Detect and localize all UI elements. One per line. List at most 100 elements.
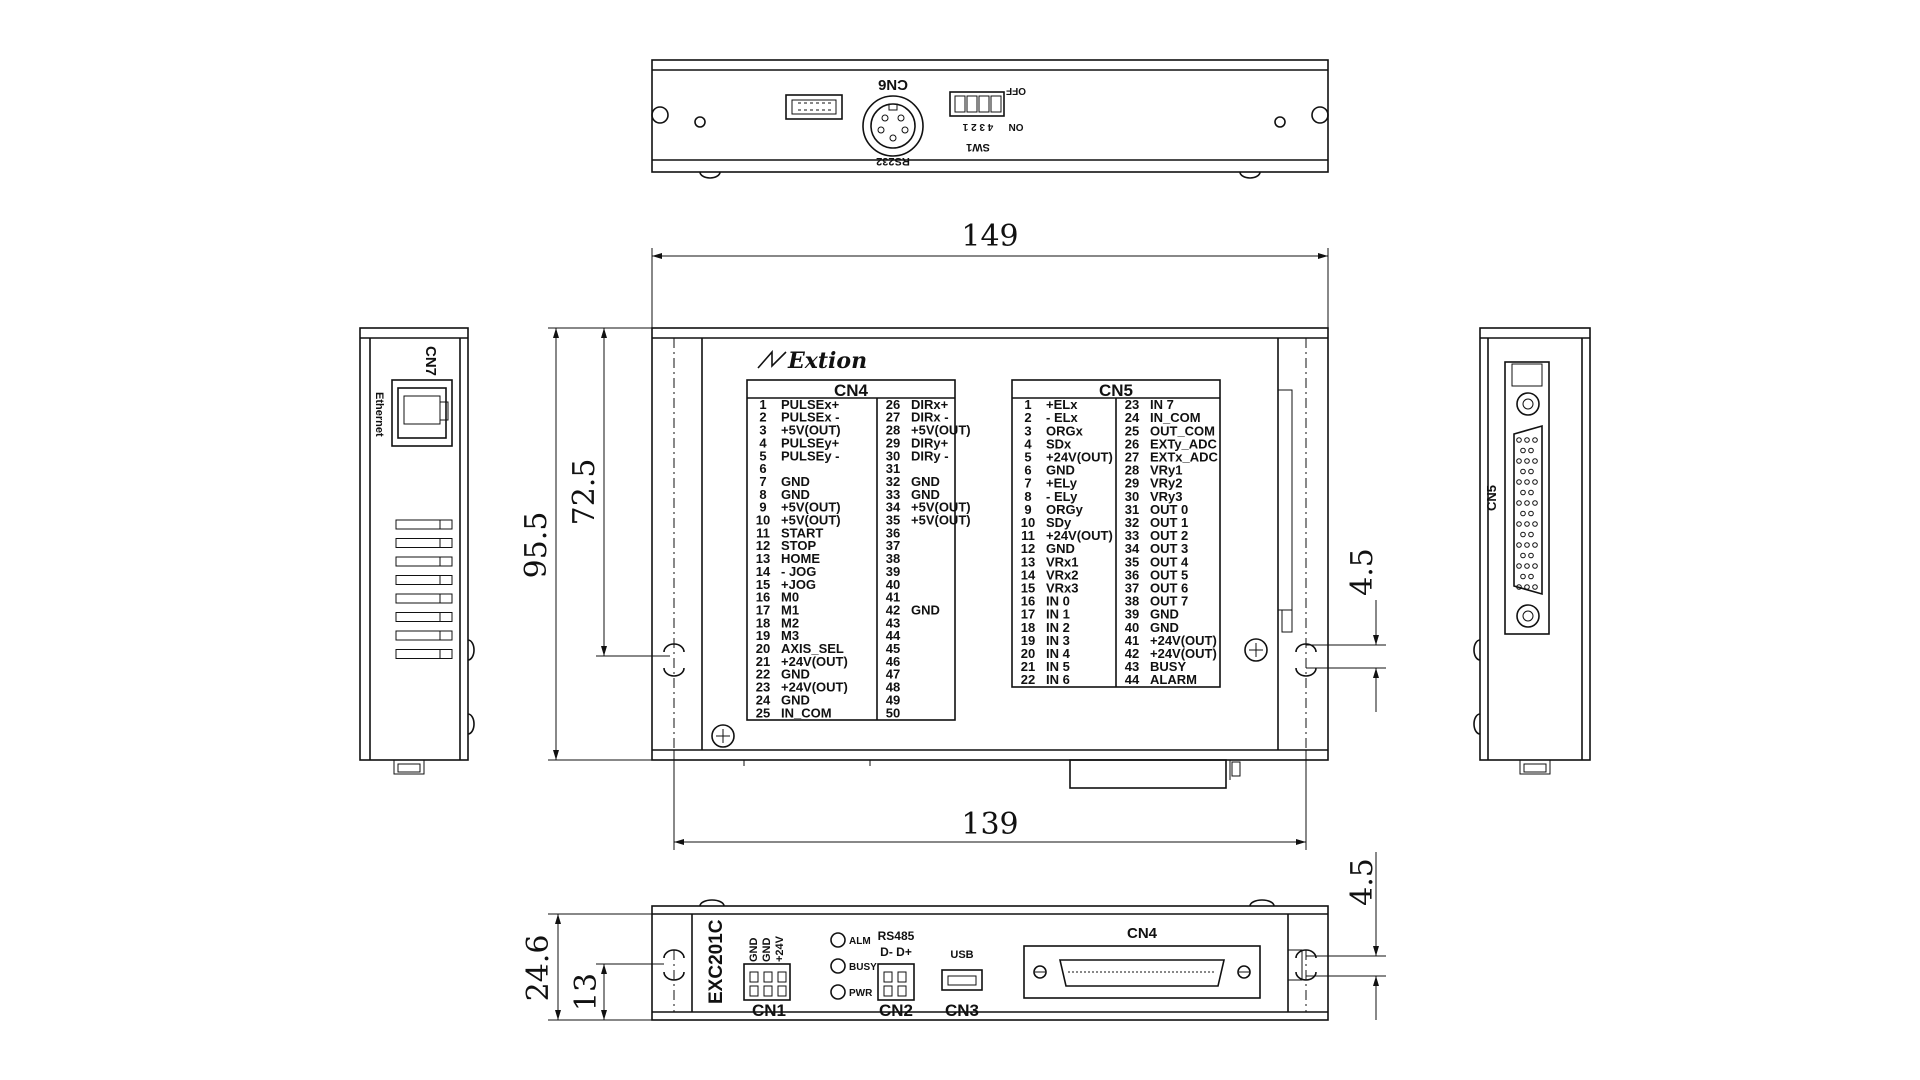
- cn5-pin-signal: OUT 0: [1150, 502, 1188, 517]
- d-sub-pin: [1516, 479, 1522, 485]
- cn4-pin-number: 15: [756, 577, 770, 592]
- cn4-pin-signal: DIRy+: [911, 435, 949, 450]
- cn1-pin-1: GND: [748, 938, 760, 963]
- cn5-pin-number: 18: [1021, 620, 1035, 635]
- cn4-pin-signal: GND: [781, 487, 810, 502]
- screw-right: [1244, 638, 1268, 662]
- cn1-pin-3: +24V: [774, 935, 786, 962]
- cn5-pin-signal: +24V(OUT): [1046, 450, 1113, 465]
- cn5-pin-signal: GND: [1150, 620, 1179, 635]
- cn4-pin-number: 9: [759, 500, 766, 515]
- extion-logo: Extion: [757, 348, 867, 374]
- cn5-pin-signal: GND: [1150, 607, 1179, 622]
- cn5-pin-signal: ORGx: [1046, 423, 1084, 438]
- d-sub-pin: [1524, 458, 1530, 464]
- d-sub-pin: [1532, 521, 1538, 527]
- cn4-pin-number: 16: [756, 590, 770, 605]
- d-sub-pin: [1532, 500, 1538, 506]
- logo-text: Extion: [787, 348, 867, 374]
- cn5-pin-signal: IN 0: [1046, 594, 1070, 609]
- cn5-pin-number: 7: [1024, 476, 1031, 491]
- d-sub-pin: [1528, 552, 1534, 559]
- cn4-pin-signal: - JOG: [781, 564, 816, 579]
- cn5-pin-number: 11: [1021, 528, 1035, 543]
- cn5-pin-signal: - ELx: [1046, 410, 1079, 425]
- cn5-pin-signal: OUT 4: [1150, 554, 1189, 569]
- d-sub-pin: [1532, 563, 1538, 569]
- cn4-pin-signal: M2: [781, 615, 799, 630]
- cn4-pin-signal: GND: [781, 474, 810, 489]
- vent-slot: [395, 538, 453, 548]
- cn4-pin-number: 8: [759, 487, 766, 502]
- cn5-pin-number: 19: [1021, 633, 1035, 648]
- dim-4-5-front-text: 4.5: [1345, 858, 1380, 906]
- cn5-pin-number: 24: [1125, 410, 1140, 425]
- model-label: EXC201C: [706, 919, 727, 1004]
- d-sub-pin: [1520, 552, 1526, 559]
- cn4-pin-number: 42: [886, 602, 900, 617]
- dim-95-5-text: 95.5: [519, 512, 554, 579]
- vent-slot: [395, 556, 453, 567]
- d-sub-pin: [1520, 447, 1526, 454]
- cn5-pin-signal: VRy3: [1150, 489, 1183, 504]
- busy-label: BUSY: [849, 962, 877, 973]
- cn4-pin-number: 18: [756, 615, 770, 630]
- cn4-title: CN4: [834, 381, 869, 400]
- cn4-pin-number: 29: [886, 435, 900, 450]
- cn5-pin-number: 14: [1021, 567, 1036, 582]
- cn5-pin-signal: VRy1: [1150, 463, 1183, 478]
- d-sub-pin: [1516, 563, 1522, 569]
- cn5-pin-signal: SDx: [1046, 436, 1072, 451]
- cn5-pin-signal: GND: [1046, 463, 1075, 478]
- cn5-pin-signal: +ELx: [1046, 397, 1078, 412]
- cn4-pin-number: 22: [756, 667, 770, 682]
- cn5-pin-number: 28: [1125, 463, 1139, 478]
- d-sub-pin: [1520, 489, 1526, 496]
- cn4-pin-signal: DIRy -: [911, 448, 949, 463]
- cn5-pin-number: 36: [1125, 567, 1139, 582]
- cn4-pin-number: 1: [759, 397, 766, 412]
- d-sub-pin: [1528, 531, 1534, 538]
- ethernet-port: [391, 379, 453, 447]
- cn5-pin-number: 40: [1125, 620, 1139, 635]
- cn3-label: CN3: [945, 1001, 979, 1020]
- cn5-pin-signal: EXTy_ADC: [1150, 436, 1218, 451]
- cn5-pin-signal: IN 7: [1150, 397, 1174, 412]
- cn4-pin-number: 36: [886, 525, 900, 540]
- cn5-pin-number: 8: [1024, 489, 1031, 504]
- cn4-pin-signal: START: [781, 525, 823, 540]
- cn3-usb-port: USB CN3: [941, 949, 983, 1020]
- cn5-pin-signal: OUT 1: [1150, 515, 1188, 530]
- d-sub-pin: [1520, 573, 1526, 580]
- cn5-pin-signal: VRx1: [1046, 554, 1079, 569]
- right-side-view: CN5: [1473, 327, 1591, 775]
- pwr-label: PWR: [849, 988, 873, 999]
- cn4-pin-signal: DIRx -: [911, 410, 949, 425]
- cn5-pin-number: 31: [1125, 502, 1139, 517]
- cn5-pin-signal: BUSY: [1150, 659, 1186, 674]
- alm-led: [830, 932, 846, 948]
- cn4-pin-number: 11: [756, 525, 770, 540]
- top-view: CN6 RS232 OFF 4 3 2 1 ON SW1: [651, 59, 1329, 179]
- cn4-pin-number: 17: [756, 602, 770, 617]
- cn4-pin-signal: +24V(OUT): [781, 654, 848, 669]
- d-sub-pin: [1528, 510, 1534, 517]
- cn5-pin-number: 41: [1125, 633, 1139, 648]
- cn5-pin-number: 37: [1125, 581, 1139, 596]
- cn5-pin-number: 27: [1125, 450, 1139, 465]
- cn2-terminal-block: RS485 D- D+ CN2: [877, 929, 915, 1020]
- cn5-pin-signal: OUT 5: [1150, 567, 1188, 582]
- vent-slots: [395, 519, 453, 659]
- cn4-pin-signal: +5V(OUT): [911, 423, 971, 438]
- cn5-pin-number: 10: [1021, 515, 1035, 530]
- rs485-label: RS485: [878, 929, 915, 943]
- cn2-label: CN2: [879, 1001, 913, 1020]
- front-view: EXC201C GND GND +24V CN1 ALM BUSY PWR RS…: [651, 899, 1329, 1021]
- cn5-pin-signal: +24V(OUT): [1150, 633, 1217, 648]
- cn4-pin-signal: M3: [781, 628, 799, 643]
- cn5-pin-number: 6: [1024, 463, 1031, 478]
- cn4-pin-signal: +5V(OUT): [781, 513, 841, 528]
- cn4-pin-number: 5: [759, 448, 766, 463]
- cn5-pin-signal: IN 5: [1046, 659, 1070, 674]
- alm-label: ALM: [849, 936, 871, 947]
